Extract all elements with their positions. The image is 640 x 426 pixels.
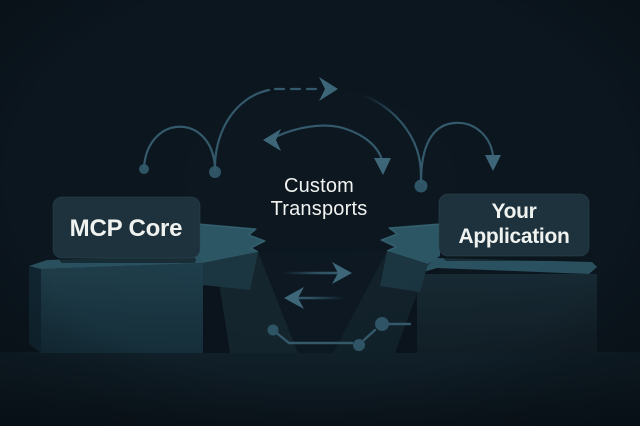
your-application-label-line1: Your — [491, 200, 536, 223]
center-title: Custom Transports — [271, 175, 368, 220]
mcp-core-card-body — [52, 196, 201, 259]
circuit-node-1 — [267, 324, 279, 336]
mcp-core-label: MCP Core — [70, 215, 183, 242]
circuit-node-path-icon — [267, 317, 412, 351]
your-application-card-body — [438, 193, 590, 257]
mcp-core-card: MCP Core — [52, 196, 201, 263]
arc-down-head-left-icon — [374, 158, 391, 175]
center-title-line1: Custom — [284, 175, 354, 197]
dashed-arrow-right-head-icon — [319, 77, 338, 101]
center-title-line2: Transports — [271, 198, 368, 220]
hop-dot-2 — [209, 166, 221, 178]
dashed-arrow-rise — [213, 88, 271, 172]
circuit-segment-1 — [271, 328, 354, 345]
arrow-layer — [139, 77, 501, 351]
your-application-card: Your Application — [438, 193, 590, 261]
circuit-node-3 — [375, 317, 389, 331]
arc-down-head-right-icon — [485, 155, 501, 171]
circuit-node-2 — [353, 339, 365, 351]
double-headed-arc-icon — [266, 124, 384, 162]
arc-left-head-icon — [263, 129, 281, 151]
hop-arc-right-icon — [419, 121, 495, 184]
circuit-segment-2 — [362, 328, 377, 342]
hop-dot-3 — [414, 179, 428, 193]
straight-arrow-left-head-icon — [284, 287, 304, 309]
your-application-label-line2: Application — [458, 225, 569, 248]
straight-arrow-right-head-icon — [332, 262, 352, 284]
hop-arc-left-icon — [142, 125, 217, 170]
